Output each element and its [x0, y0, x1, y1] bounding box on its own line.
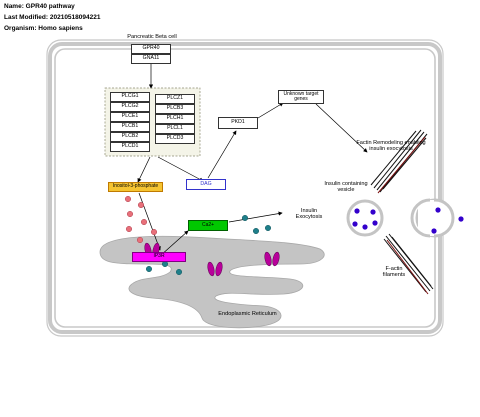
- pathway-name: Name: GPR40 pathway: [4, 3, 75, 10]
- gene-plcb3[interactable]: PLCB3: [155, 104, 195, 114]
- cell-membrane-outer: [48, 42, 442, 334]
- insulin-exocytosis-label: Insulin Exocytosis: [295, 208, 323, 221]
- factin-filaments-lower: [383, 233, 434, 295]
- er-channel-icon: [264, 251, 280, 267]
- arrow-ip3r-to-ca: [159, 230, 189, 257]
- gene-plcg2[interactable]: PLCG2: [110, 102, 150, 112]
- er-channel-icon: [207, 261, 223, 277]
- cell-label: Pancreatic Beta cell: [127, 34, 177, 40]
- arrow-pkd1-to-unknown: [257, 102, 284, 119]
- organism: Organism: Homo sapiens: [4, 25, 83, 32]
- ip3-molecules: [124, 195, 157, 243]
- metabolite-dag[interactable]: DAG: [186, 179, 226, 190]
- arrow-unknown-to-factin: [315, 103, 368, 153]
- gene-plcd1[interactable]: PLCD1: [110, 142, 150, 152]
- unknown-target-genes[interactable]: Unknown target genes: [278, 90, 324, 104]
- gene-gna11[interactable]: GNA11: [131, 54, 171, 64]
- last-modified: Last Modified: 20210518094221: [4, 14, 101, 21]
- factin-filaments-label: F-actin filaments: [382, 266, 406, 279]
- metabolite-calcium[interactable]: Ca2+: [188, 220, 228, 231]
- gene-plcg1[interactable]: PLCG1: [110, 92, 150, 102]
- gene-plce1[interactable]: PLCE1: [110, 112, 150, 122]
- gene-plcb2[interactable]: PLCB2: [110, 132, 150, 142]
- factin-remodeling-label: Factin Remodeling enabling insulin exocy…: [356, 140, 426, 153]
- er-label: Endoplasmic Reticulum: [218, 311, 277, 317]
- insulin-granules: [352, 208, 378, 230]
- insulin-vesicle-label: Insulin containing vesicle: [324, 181, 368, 194]
- gene-gpr40[interactable]: GPR40: [131, 44, 171, 54]
- arrow-ca-to-exocytosis: [228, 211, 283, 223]
- arrow-plc-to-ip3: [137, 156, 151, 183]
- factin-filaments-upper: [370, 129, 428, 194]
- protein-ip3r[interactable]: IP3R: [132, 252, 186, 262]
- gene-plcz1[interactable]: PLCZ1: [155, 94, 195, 104]
- gene-plcd3[interactable]: PLCD3: [155, 134, 195, 144]
- gene-plch1[interactable]: PLCH1: [155, 114, 195, 124]
- gene-pkd1[interactable]: PKD1: [218, 117, 258, 129]
- gene-plcb1[interactable]: PLCB1: [110, 122, 150, 132]
- insulin-vesicle: [346, 199, 384, 237]
- arrow-dag-to-pkd1: [207, 130, 237, 179]
- metabolite-ip3[interactable]: Inositol-3-phosphate: [108, 182, 163, 192]
- arrow-plc-to-dag: [157, 156, 204, 182]
- released-insulin-granules: [431, 207, 464, 234]
- gene-plcl1[interactable]: PLCL1: [155, 124, 195, 134]
- calcium-ions: [145, 214, 272, 276]
